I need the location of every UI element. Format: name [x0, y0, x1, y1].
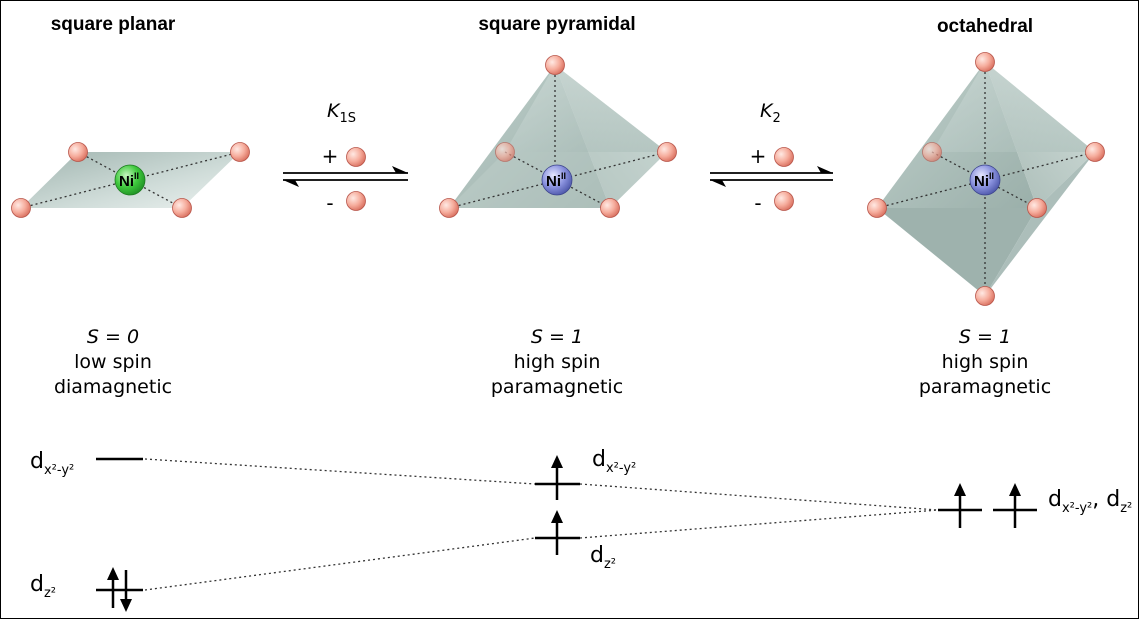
ligand-sphere [774, 191, 794, 211]
ni-sphere-blue [969, 164, 1001, 196]
equilibrium-constant-k2: K2 [760, 100, 781, 126]
electron-spin-up-head [954, 483, 966, 496]
ligand-sphere [922, 142, 942, 162]
spin-state: high spin [514, 351, 601, 373]
spin-labels-square-pyramidal: S = 1 high spin paramagnetic [491, 326, 623, 398]
electron-spin-up-head [551, 455, 563, 468]
spin-value: S = 1 [531, 326, 583, 348]
ligand-sphere [172, 198, 192, 218]
forward-arrow-head [817, 166, 833, 173]
magnetism: diamagnetic [54, 376, 172, 398]
spin-value: S = 0 [87, 326, 139, 348]
electron-spin-up-head [1009, 483, 1021, 496]
orbital-label-degenerate: dx²-y², dz² [1048, 487, 1132, 516]
forward-sign: + [322, 144, 339, 168]
correlation-line [579, 483, 939, 511]
correlation-line [144, 537, 536, 591]
ligand-sphere [495, 142, 515, 162]
ligand-sphere [68, 142, 88, 162]
magnetism: paramagnetic [491, 376, 623, 398]
octahedral-structure: NiII [867, 52, 1105, 306]
equilibrium-2: K2 + - [710, 100, 833, 215]
reverse-sign: - [326, 191, 333, 215]
spin-value: S = 1 [959, 326, 1011, 348]
equilibrium-1: K1S + - [283, 100, 408, 215]
ligand-sphere [975, 52, 995, 72]
ligand-sphere [346, 147, 366, 167]
ligand-sphere [346, 191, 366, 211]
spin-state: low spin [74, 351, 152, 373]
ligand-sphere [867, 198, 887, 218]
spin-state: high spin [942, 351, 1029, 373]
ni-sphere-blue [541, 164, 573, 196]
ligand-sphere [230, 142, 250, 162]
orbital-diagram: dx²-y² dz² dx²-y² dz² dx²-y², dz² [30, 447, 1132, 612]
ligand-sphere [545, 55, 565, 75]
orbital-label-dz2: dz² [30, 572, 56, 601]
spin-labels-octahedral: S = 1 high spin paramagnetic [919, 326, 1051, 398]
ni-label: NiII [119, 171, 139, 190]
correlation-line [579, 509, 939, 539]
pyramid-face [505, 65, 667, 152]
equilibrium-constant-k1s: K1S [327, 100, 356, 126]
spin-labels-square-planar: S = 0 low spin diamagnetic [54, 326, 172, 398]
orbital-label-dz2: dz² [590, 543, 616, 572]
octahedron-face [985, 152, 1095, 296]
ni-label: NiII [974, 171, 994, 190]
reverse-sign: - [754, 191, 761, 215]
ligand-sphere [657, 142, 677, 162]
square-pyramidal-structure: NiII [439, 55, 677, 218]
ligand-sphere [1027, 198, 1047, 218]
reverse-arrow-head [283, 180, 299, 187]
octahedron-face [932, 62, 1095, 152]
electron-spin-up-head [107, 567, 119, 580]
electron-spin-down-head [120, 599, 132, 612]
ligand-sphere [1085, 142, 1105, 162]
reverse-arrow-head [710, 180, 726, 187]
electron-spin-up-head [551, 510, 563, 523]
magnetism: paramagnetic [919, 376, 1051, 398]
title-octahedral: octahedral [937, 16, 1033, 37]
ligand-sphere [975, 286, 995, 306]
ni-label: NiII [546, 171, 566, 190]
correlation-line [144, 458, 536, 485]
octahedron-face [877, 208, 1037, 296]
forward-sign: + [750, 144, 767, 168]
title-square-pyramidal: square pyramidal [478, 14, 635, 35]
orbital-label-dx2y2: dx²-y² [592, 447, 636, 476]
ligand-sphere [600, 198, 620, 218]
ligand-sphere [11, 198, 31, 218]
forward-arrow-head [392, 166, 408, 173]
ligand-sphere [774, 147, 794, 167]
ligand-sphere [439, 198, 459, 218]
square-planar-structure: NiII [11, 142, 250, 218]
ni-sphere-green [114, 164, 146, 196]
title-square-planar: square planar [51, 14, 176, 35]
orbital-label-dx2y2: dx²-y² [30, 449, 74, 478]
